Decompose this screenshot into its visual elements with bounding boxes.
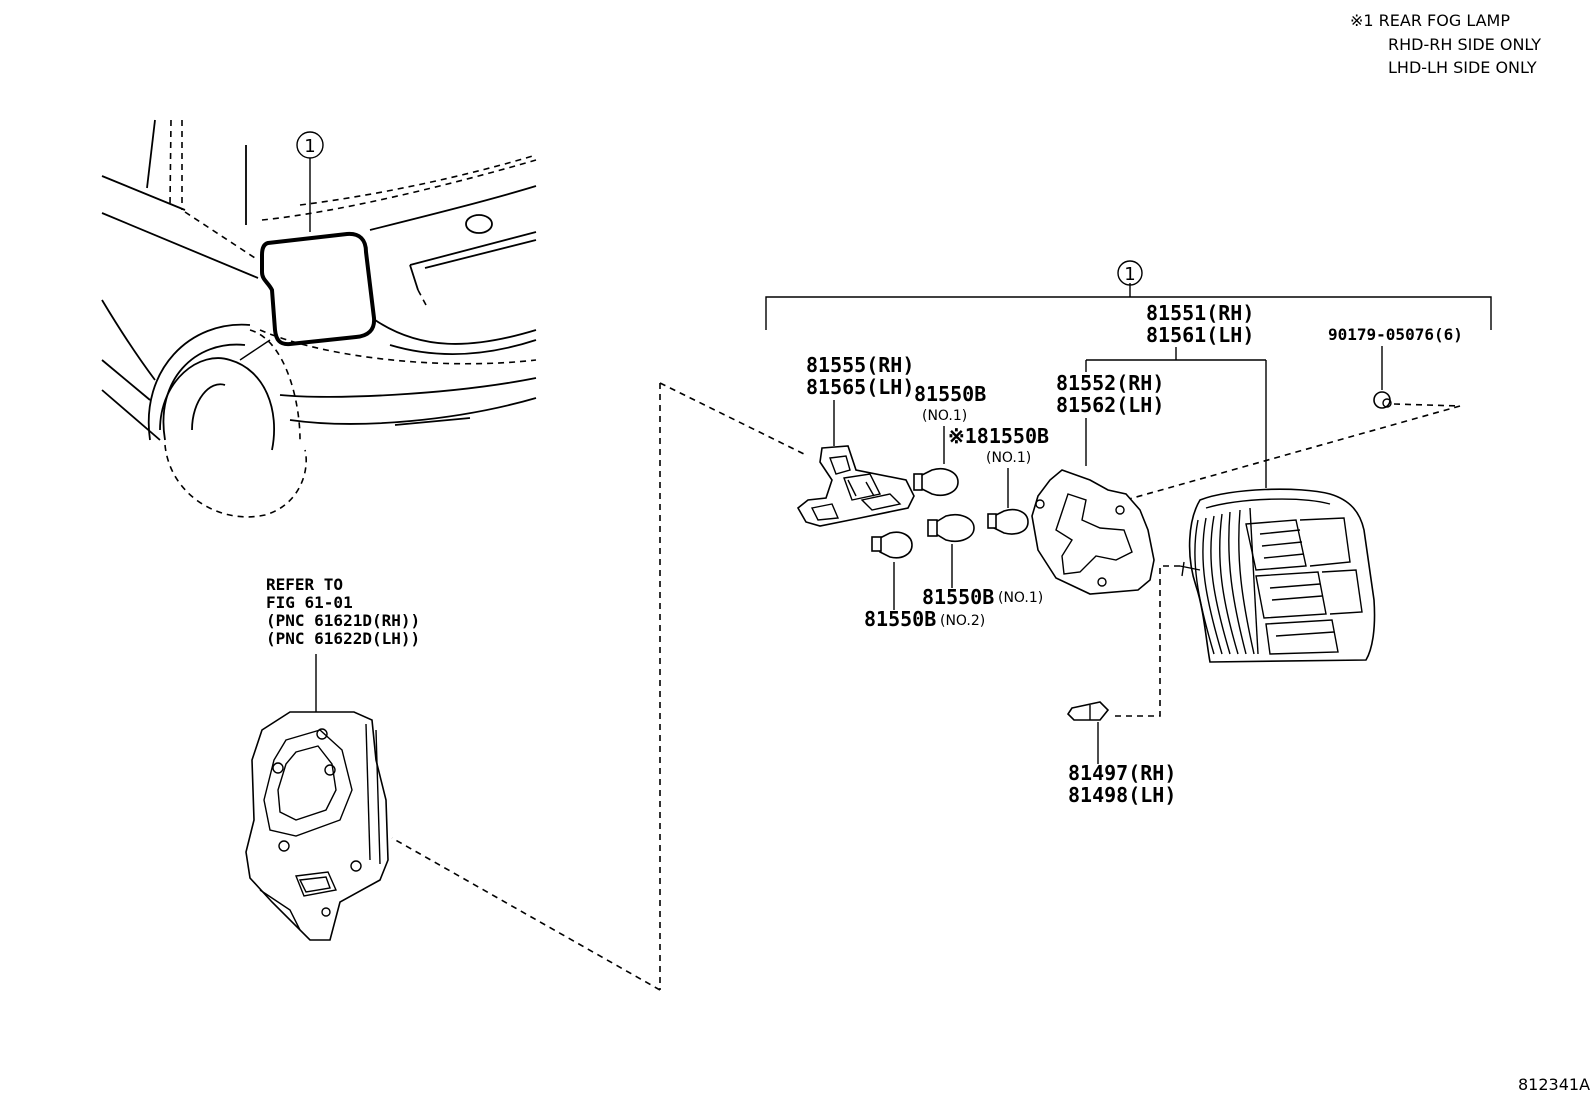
fog-lamp-note: ※1 REAR FOG LAMP RHD-RH SIDE ONLY LHD-LH… — [1350, 11, 1541, 77]
part-81550b-top: 81550B — [914, 382, 986, 406]
note-line-2: RHD-RH SIDE ONLY — [1388, 35, 1541, 54]
refer-line-4: (PNC 61622D(LH)) — [266, 629, 420, 648]
bulb-81550b-top: 81550B (NO.1) — [913, 382, 986, 497]
part-81550b-mid-sub: (NO.1) — [998, 590, 1043, 606]
part-81550b-fog-sub: (NO.1) — [986, 450, 1031, 466]
quarter-panel-reference: REFER TO FIG 61-01 (PNC 61621D(RH)) (PNC… — [245, 575, 420, 941]
part-81550b-low-sub: (NO.2) — [940, 613, 985, 629]
socket-81555: 81555(RH) 81565(LH) — [796, 353, 915, 527]
part-81550b-fog: ※181550B — [948, 424, 1049, 448]
note-line-1: ※1 REAR FOG LAMP — [1350, 11, 1510, 30]
refer-line-3: (PNC 61621D(RH)) — [266, 611, 420, 630]
gasket-81552: 81552(RH) 81562(LH) — [1031, 371, 1164, 595]
refer-line-2: FIG 61-01 — [266, 593, 353, 612]
part-81555-rh: 81555(RH) — [806, 353, 914, 377]
car-rear-view: 1 — [101, 119, 537, 518]
part-81550b-top-sub: (NO.1) — [922, 408, 967, 424]
part-81498-lh: 81498(LH) — [1068, 783, 1176, 807]
assembly-bracket: 1 — [765, 260, 1492, 330]
car-callout-number: 1 — [304, 136, 315, 157]
lamp-lens-housing — [1179, 488, 1376, 663]
part-81561-lh: 81561(LH) — [1146, 323, 1254, 347]
screw-90179: 90179-05076(6) — [1089, 325, 1463, 511]
part-81550b-mid: 81550B — [922, 585, 994, 609]
clip-81497: 81497(RH) 81498(LH) — [1066, 565, 1180, 807]
figure-id: 812341A — [1518, 1075, 1590, 1094]
part-81565-lh: 81565(LH) — [806, 375, 914, 399]
part-81550b-low: 81550B — [864, 607, 936, 631]
note-line-3: LHD-LH SIDE ONLY — [1388, 58, 1537, 77]
refer-line-1: REFER TO — [266, 575, 343, 594]
part-81552-rh: 81552(RH) — [1056, 371, 1164, 395]
bulb-81550b-mid: 81550B (NO.1) — [922, 513, 1043, 609]
part-81562-lh: 81562(LH) — [1056, 393, 1164, 417]
label-81551: 81551(RH) 81561(LH) — [1085, 301, 1267, 488]
assembly-callout-number: 1 — [1124, 264, 1135, 285]
leader-dash-lower — [391, 837, 661, 991]
bulb-81550b-low: 81550B (NO.2) — [864, 531, 985, 631]
part-81551-rh: 81551(RH) — [1146, 301, 1254, 325]
part-90179: 90179-05076(6) — [1328, 325, 1463, 344]
part-81497-rh: 81497(RH) — [1068, 761, 1176, 785]
bulb-81550b-fog: ※181550B (NO.1) — [948, 424, 1049, 535]
leader-dash-upper — [659, 382, 807, 456]
